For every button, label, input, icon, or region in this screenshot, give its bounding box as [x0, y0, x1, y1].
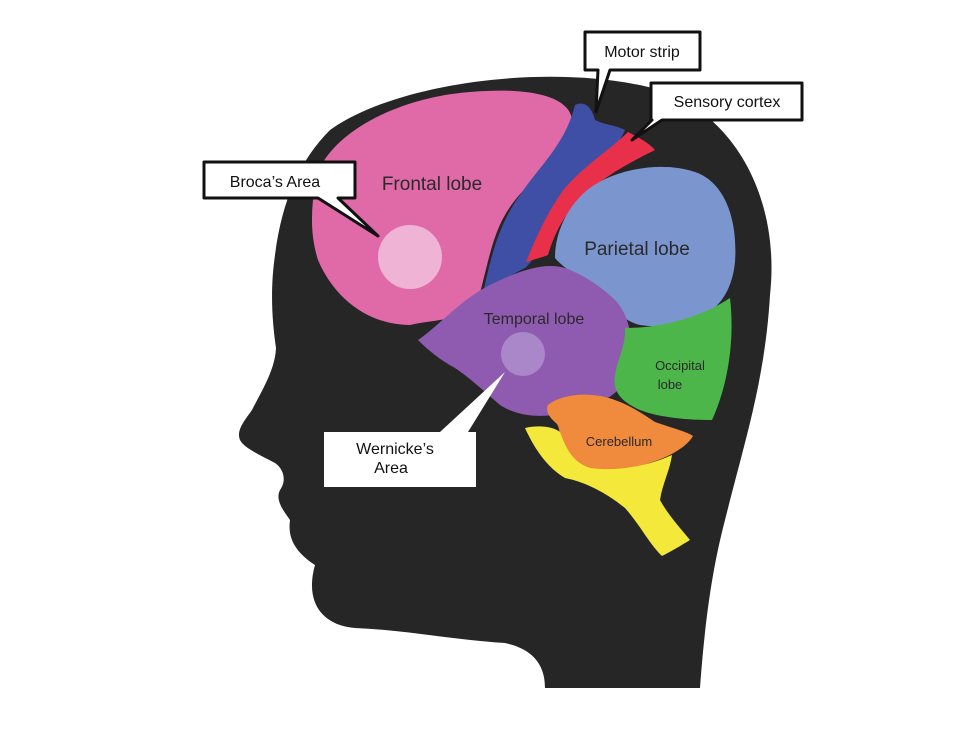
- occipital-lobe-label-line2: lobe: [658, 377, 683, 392]
- brain-stem: [525, 426, 690, 556]
- wernicke-callout-box: [324, 432, 476, 487]
- frontal-lobe: [311, 90, 573, 325]
- wernicke-callout-pointer: [440, 372, 505, 432]
- broca-callout-box: [202, 160, 380, 238]
- frontal-lobe-label: Frontal lobe: [382, 174, 482, 195]
- sensory-cortex: [526, 132, 655, 262]
- broca-callout-text: Broca’s Area: [230, 174, 321, 191]
- motor-callout-text: Motor strip: [604, 44, 680, 61]
- temporal-lobe-label: Temporal lobe: [484, 311, 585, 328]
- motor-strip-callout: Motor strip: [583, 30, 702, 114]
- wernicke-area-callout: Wernicke’s Area: [324, 372, 505, 487]
- occipital-lobe: [614, 298, 732, 420]
- parietal-lobe-label: Parietal lobe: [584, 239, 690, 260]
- motor-strip: [482, 103, 625, 298]
- sensory-callout-text: Sensory cortex: [674, 94, 781, 111]
- broca-area-spot: [378, 225, 442, 289]
- wernicke-callout-text-line2: Area: [374, 460, 408, 477]
- cerebellum: [547, 394, 693, 470]
- cerebellum-label: Cerebellum: [586, 434, 652, 449]
- motor-callout-box: [583, 30, 702, 114]
- parietal-lobe: [555, 166, 736, 327]
- sensory-cortex-callout: Sensory cortex: [630, 81, 804, 142]
- wernicke-callout-text-line1: Wernicke’s: [356, 441, 434, 458]
- sensory-callout-box: [630, 81, 804, 142]
- broca-area-callout: Broca’s Area: [202, 160, 380, 238]
- occipital-lobe-label-line1: Occipital: [655, 358, 705, 373]
- wernicke-area-spot: [501, 332, 545, 376]
